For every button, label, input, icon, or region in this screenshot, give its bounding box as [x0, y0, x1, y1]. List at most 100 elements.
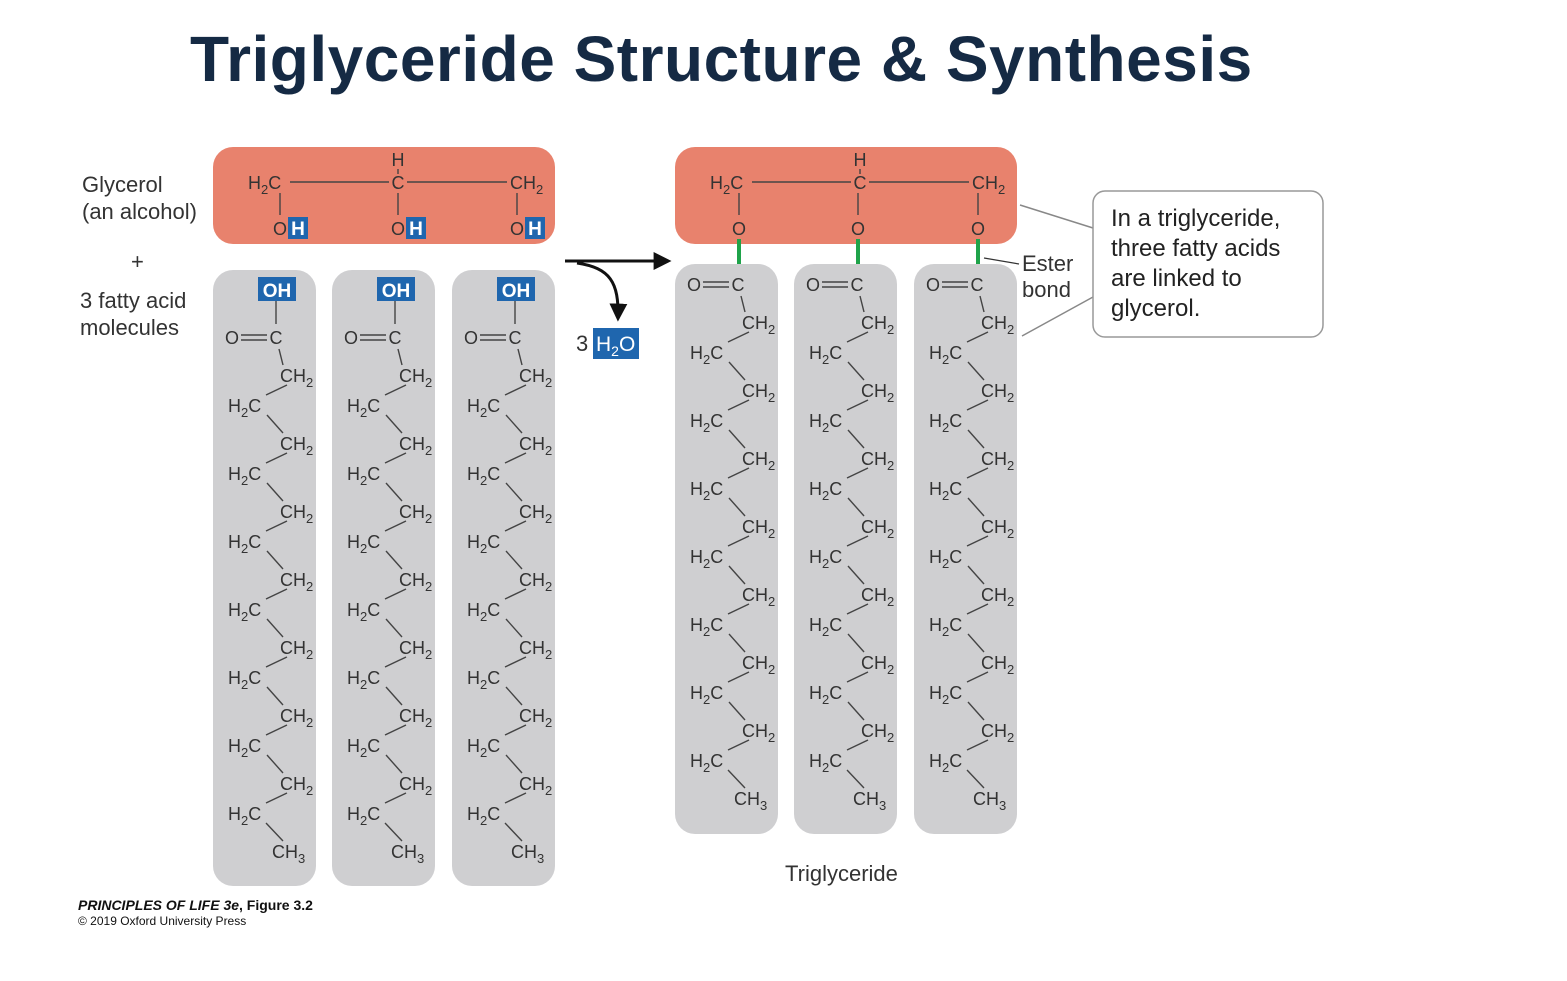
chain-bond — [504, 822, 523, 842]
fatty-acid-label-line1: 3 fatty acid — [80, 288, 186, 313]
callout-line-4: glycerol. — [1111, 295, 1200, 322]
glycerol-sublabel: (an alcohol) — [82, 199, 197, 224]
book-title: PRINCIPLES OF LIFE 3e — [78, 897, 240, 913]
h2c-group: H2C — [809, 411, 842, 435]
ch3-group: CH3 — [853, 789, 886, 813]
h2c-group: H2C — [228, 396, 261, 420]
chain-bond — [265, 724, 288, 736]
ch2-group: CH2 — [399, 434, 432, 458]
h2c-group: H2C — [467, 736, 500, 760]
ch2-group: CH2 — [981, 381, 1014, 405]
h2c-group: H2C — [467, 668, 500, 692]
hydroxyl-group: OH — [502, 281, 531, 302]
h2c-group: H2C — [467, 600, 500, 624]
h2c-group: H2C — [929, 343, 962, 367]
ch2-group: CH2 — [399, 502, 432, 526]
water-highlight — [593, 328, 639, 359]
h2c-group: H2C — [690, 343, 723, 367]
ch3-group: CH3 — [734, 789, 767, 813]
chain-bond — [979, 295, 985, 313]
ch2-group: CH2 — [861, 653, 894, 677]
h2c-group: H2C — [690, 411, 723, 435]
chain-bond — [385, 414, 403, 434]
chain-bond — [504, 724, 527, 736]
chain-bond — [847, 565, 865, 585]
fatty-acid-column — [452, 270, 555, 886]
ch2-group: CH2 — [742, 517, 775, 541]
chain-bond — [505, 550, 523, 570]
fatty-acid: COCH2H2CCH2H2CCH2H2CCH2H2CCH2H2CCH2H2CCH… — [806, 275, 894, 813]
ch2-group: CH2 — [981, 721, 1014, 745]
ch2-group: CH2 — [280, 774, 313, 798]
chain-bond — [265, 822, 284, 842]
h2c-group: H2C — [929, 479, 962, 503]
ch2-group: CH2 — [510, 173, 543, 197]
chain-bond — [846, 331, 869, 343]
carbonyl-carbon: C — [389, 328, 402, 348]
ch2-group: CH2 — [280, 706, 313, 730]
chain-bond — [505, 686, 523, 706]
ch2-group: CH2 — [280, 366, 313, 390]
chain-bond — [966, 535, 989, 547]
chain-bond — [728, 497, 746, 517]
chain-bond — [728, 565, 746, 585]
chain-bond — [966, 603, 989, 615]
ch3-group: CH3 — [272, 842, 305, 866]
carbonyl-oxygen: O — [344, 328, 358, 348]
chain-bond — [265, 384, 288, 396]
ch2-group: CH2 — [861, 585, 894, 609]
ch2-group: CH2 — [519, 570, 552, 594]
carbonyl-carbon: C — [270, 328, 283, 348]
chain-bond — [846, 671, 869, 683]
ch2-group: CH2 — [861, 381, 894, 405]
h2c-group: H2C — [228, 464, 261, 488]
o-atom: O — [971, 219, 985, 239]
chain-bond — [846, 769, 865, 789]
chain-bond — [265, 792, 288, 804]
h2c-group: H2C — [347, 600, 380, 624]
h-atom: H — [392, 150, 405, 170]
chain-bond — [504, 520, 527, 532]
hydrogen-left: H — [291, 219, 305, 240]
h2c-group: H2C — [809, 615, 842, 639]
h2c-group: H2C — [690, 683, 723, 707]
slide-title: Triglyceride Structure & Synthesis — [190, 23, 1253, 95]
h2c-group: H2C — [347, 532, 380, 556]
hydroxyl-group: OH — [263, 281, 292, 302]
h2c-group: H2C — [467, 532, 500, 556]
chain-bond — [847, 497, 865, 517]
ch2-group: CH2 — [519, 434, 552, 458]
h2c-group: H2C — [929, 751, 962, 775]
h2c-group: H2C — [809, 343, 842, 367]
chain-bond — [505, 414, 523, 434]
chain-bond — [966, 671, 989, 683]
chain-bond — [384, 724, 407, 736]
triglyceride-glycerol-box — [675, 147, 1017, 244]
ch2-group: CH2 — [280, 434, 313, 458]
h2c-group: H2C — [690, 479, 723, 503]
ch2-group: CH2 — [981, 517, 1014, 541]
figure-number: , Figure 3.2 — [239, 897, 313, 913]
h-atom: H — [854, 150, 867, 170]
carbonyl-carbon: C — [851, 275, 864, 295]
h2c-group: H2C — [228, 668, 261, 692]
fatty-acid-column — [794, 264, 897, 834]
chain-bond — [967, 565, 985, 585]
ch3-group: CH3 — [391, 842, 424, 866]
chain-bond — [504, 384, 527, 396]
ch3-group: CH3 — [511, 842, 544, 866]
chain-bond — [727, 399, 750, 411]
ch2-group: CH2 — [861, 313, 894, 337]
h2c-group: H2C — [228, 532, 261, 556]
ch2-group: CH2 — [981, 653, 1014, 677]
fatty-acid: COCH2H2CCH2H2CCH2H2CCH2H2CCH2H2CCH2H2CCH… — [926, 275, 1014, 813]
ch2-group: CH2 — [742, 653, 775, 677]
fatty-acid-column — [914, 264, 1017, 834]
ester-label-line1: Ester — [1022, 251, 1073, 276]
chain-bond — [385, 482, 403, 502]
callout-line-2: three fatty acids — [1111, 235, 1280, 262]
ch2-group: CH2 — [742, 585, 775, 609]
ch2-group: CH2 — [399, 366, 432, 390]
